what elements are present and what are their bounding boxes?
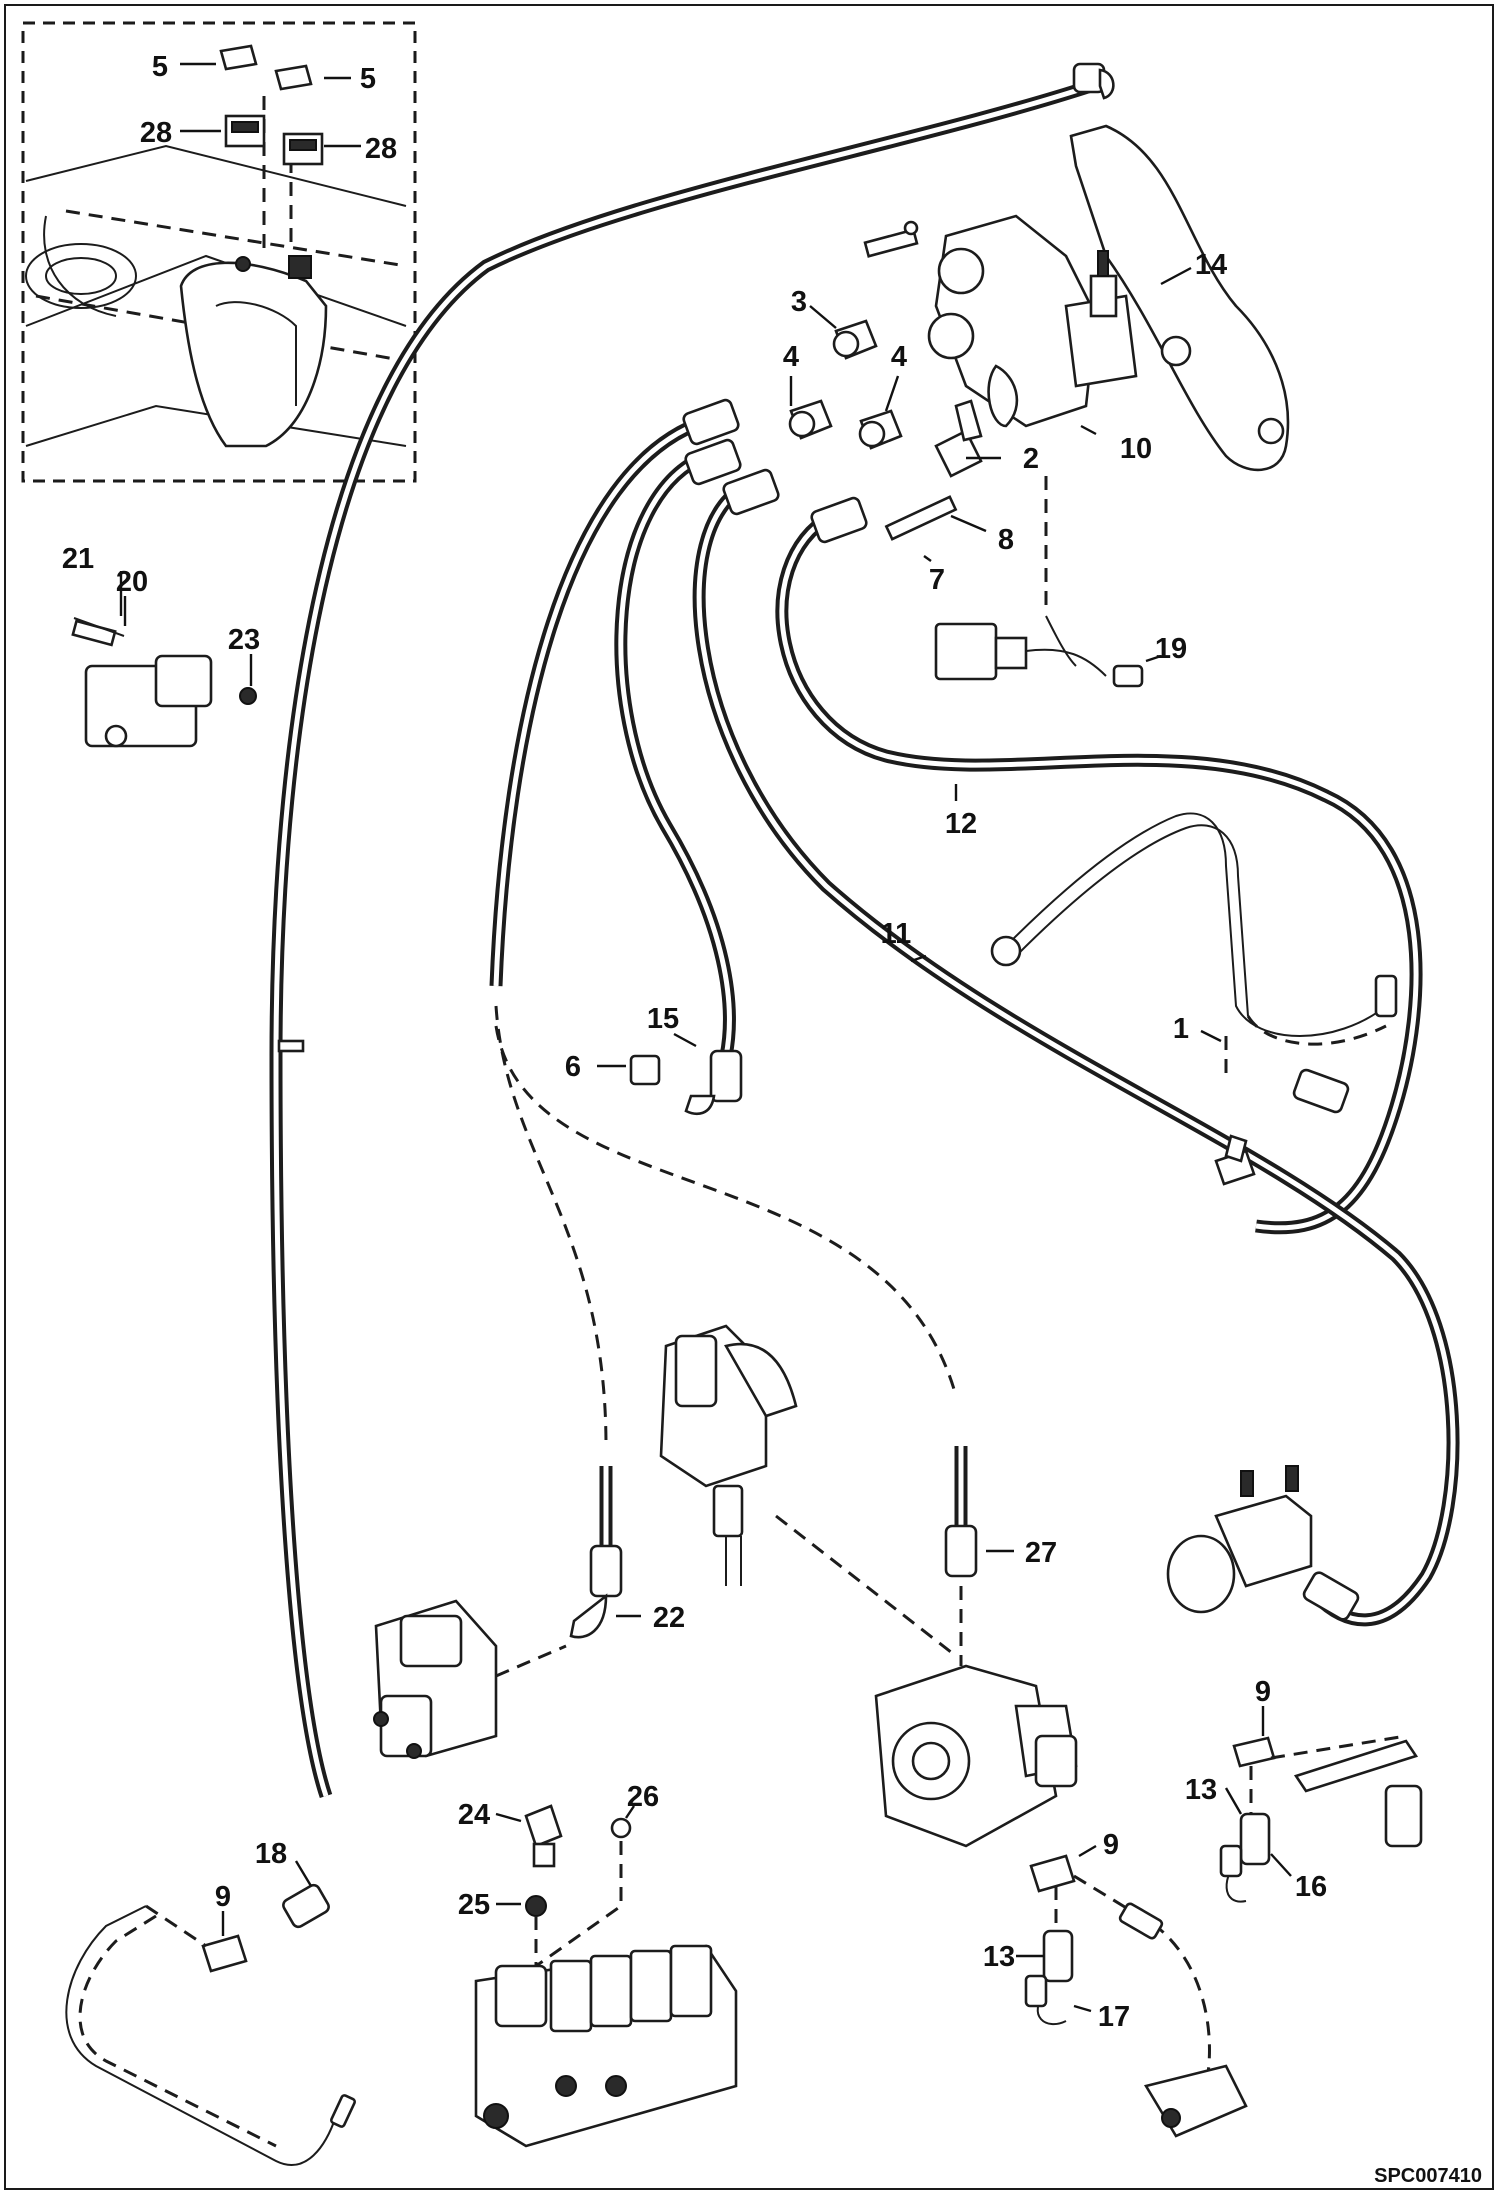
callout-6: 6 bbox=[565, 1051, 581, 1083]
hose-15 bbox=[614, 438, 743, 1116]
solenoid-19 bbox=[934, 476, 1144, 688]
callout-28: 28 bbox=[365, 133, 397, 165]
hose-11 bbox=[692, 468, 1460, 1627]
callout-21: 21 bbox=[62, 543, 94, 575]
control-valve-22 bbox=[373, 1599, 567, 1759]
tee-1 bbox=[1214, 1134, 1256, 1186]
selector-valve bbox=[659, 1324, 957, 1658]
callout-23: 23 bbox=[228, 624, 260, 656]
callout-8: 8 bbox=[998, 524, 1014, 556]
callout-26: 26 bbox=[627, 1781, 659, 1813]
hydraulic-parts-diagram: 5 5 28 28 3 4 4 2 10 14 8 7 19 12 11 15 … bbox=[21, 21, 1482, 2187]
callout-18: 18 bbox=[255, 1838, 287, 1870]
accumulator bbox=[1166, 1465, 1313, 1614]
callout-labels: 5 5 28 28 3 4 4 2 10 14 8 7 19 12 11 15 … bbox=[62, 51, 1327, 2033]
callout-5: 5 bbox=[152, 51, 168, 83]
callout-10: 10 bbox=[1120, 433, 1152, 465]
leader-lines bbox=[119, 62, 1292, 2013]
parts-diagram-page: 5 5 28 28 3 4 4 2 10 14 8 7 19 12 11 15 … bbox=[4, 4, 1494, 2190]
pressure-switch-16 bbox=[1219, 1734, 1423, 1903]
callout-14: 14 bbox=[1195, 249, 1227, 281]
callout-1: 1 bbox=[1173, 1013, 1189, 1045]
fittings-4 bbox=[788, 399, 903, 450]
hose-18 bbox=[269, 62, 1115, 1929]
callout-19: 19 bbox=[1155, 633, 1187, 665]
callout-15: 15 bbox=[647, 1003, 679, 1035]
callout-9: 9 bbox=[215, 1881, 231, 1913]
callout-13: 13 bbox=[983, 1941, 1015, 1973]
callout-27: 27 bbox=[1025, 1537, 1057, 1569]
valve-assembly-10 bbox=[863, 124, 1290, 472]
hose-22 bbox=[489, 398, 740, 1639]
callout-12: 12 bbox=[945, 808, 977, 840]
fitting-3 bbox=[832, 319, 878, 360]
tee-9-left bbox=[65, 1904, 356, 2166]
callout-22: 22 bbox=[653, 1602, 685, 1634]
callout-25: 25 bbox=[458, 1889, 490, 1921]
fittings-24-25-26 bbox=[524, 1804, 632, 1986]
solenoid-valve-left bbox=[71, 617, 257, 748]
callout-2: 2 bbox=[1023, 443, 1039, 475]
callout-17: 17 bbox=[1098, 2001, 1130, 2033]
bolt-7 bbox=[884, 495, 958, 541]
callout-11: 11 bbox=[881, 918, 912, 950]
hose-12 bbox=[775, 496, 1423, 1235]
elbow-2 bbox=[934, 399, 983, 478]
callout-20: 20 bbox=[116, 566, 148, 598]
callout-3: 3 bbox=[791, 286, 807, 318]
callout-7: 7 bbox=[929, 564, 945, 596]
tube-assembly bbox=[990, 812, 1398, 1076]
document-id: SPC007410 bbox=[1374, 2165, 1482, 2187]
callout-16: 16 bbox=[1295, 1871, 1327, 1903]
fitting-6 bbox=[629, 1054, 661, 1086]
pump-motor bbox=[874, 1586, 1078, 1848]
callout-9: 9 bbox=[1103, 1829, 1119, 1861]
callout-13: 13 bbox=[1185, 1774, 1217, 1806]
callout-28: 28 bbox=[140, 117, 172, 149]
callout-4: 4 bbox=[891, 341, 907, 373]
callout-9: 9 bbox=[1255, 1676, 1271, 1708]
callout-24: 24 bbox=[458, 1799, 490, 1831]
main-control-valve bbox=[474, 1944, 738, 2148]
detail-inset bbox=[21, 21, 417, 483]
callout-4: 4 bbox=[783, 341, 799, 373]
callout-5: 5 bbox=[360, 63, 376, 95]
hose-27 bbox=[494, 1025, 978, 1578]
pressure-switch-17 bbox=[1024, 1854, 1248, 2138]
